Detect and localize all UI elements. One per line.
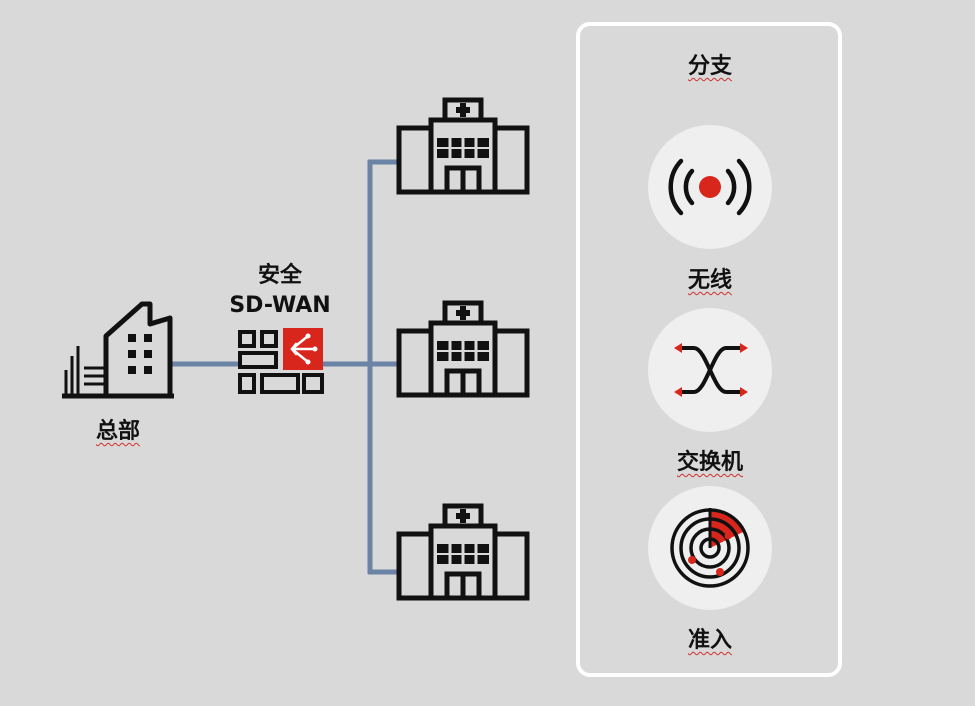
switch-circle bbox=[648, 308, 772, 432]
wireless-signal-icon bbox=[668, 158, 752, 216]
connector-lines bbox=[172, 159, 400, 575]
access-circle bbox=[648, 486, 772, 610]
branch-panel bbox=[576, 22, 842, 677]
hospital-building-icon bbox=[399, 506, 527, 598]
branch-item-label-wireless: 无线 bbox=[687, 268, 733, 293]
headquarters-building-icon bbox=[62, 301, 174, 399]
headquarters-label: 总部 bbox=[95, 419, 141, 444]
radar-access-icon bbox=[670, 508, 750, 588]
switch-cross-arrows-icon bbox=[674, 343, 748, 397]
hospital-building-icon bbox=[399, 303, 527, 395]
branch-panel-title: 分支 bbox=[687, 54, 733, 79]
branch-item-label-switch: 交换机 bbox=[676, 450, 744, 475]
wireless-circle bbox=[648, 125, 772, 249]
hospital-building-icon bbox=[399, 100, 527, 192]
sdwan-title-line1: 安全 bbox=[257, 263, 303, 288]
branch-item-label-access: 准入 bbox=[687, 628, 733, 653]
sdwan-firewall-icon bbox=[238, 328, 324, 394]
sdwan-title-line2: SD-WAN bbox=[229, 293, 331, 318]
